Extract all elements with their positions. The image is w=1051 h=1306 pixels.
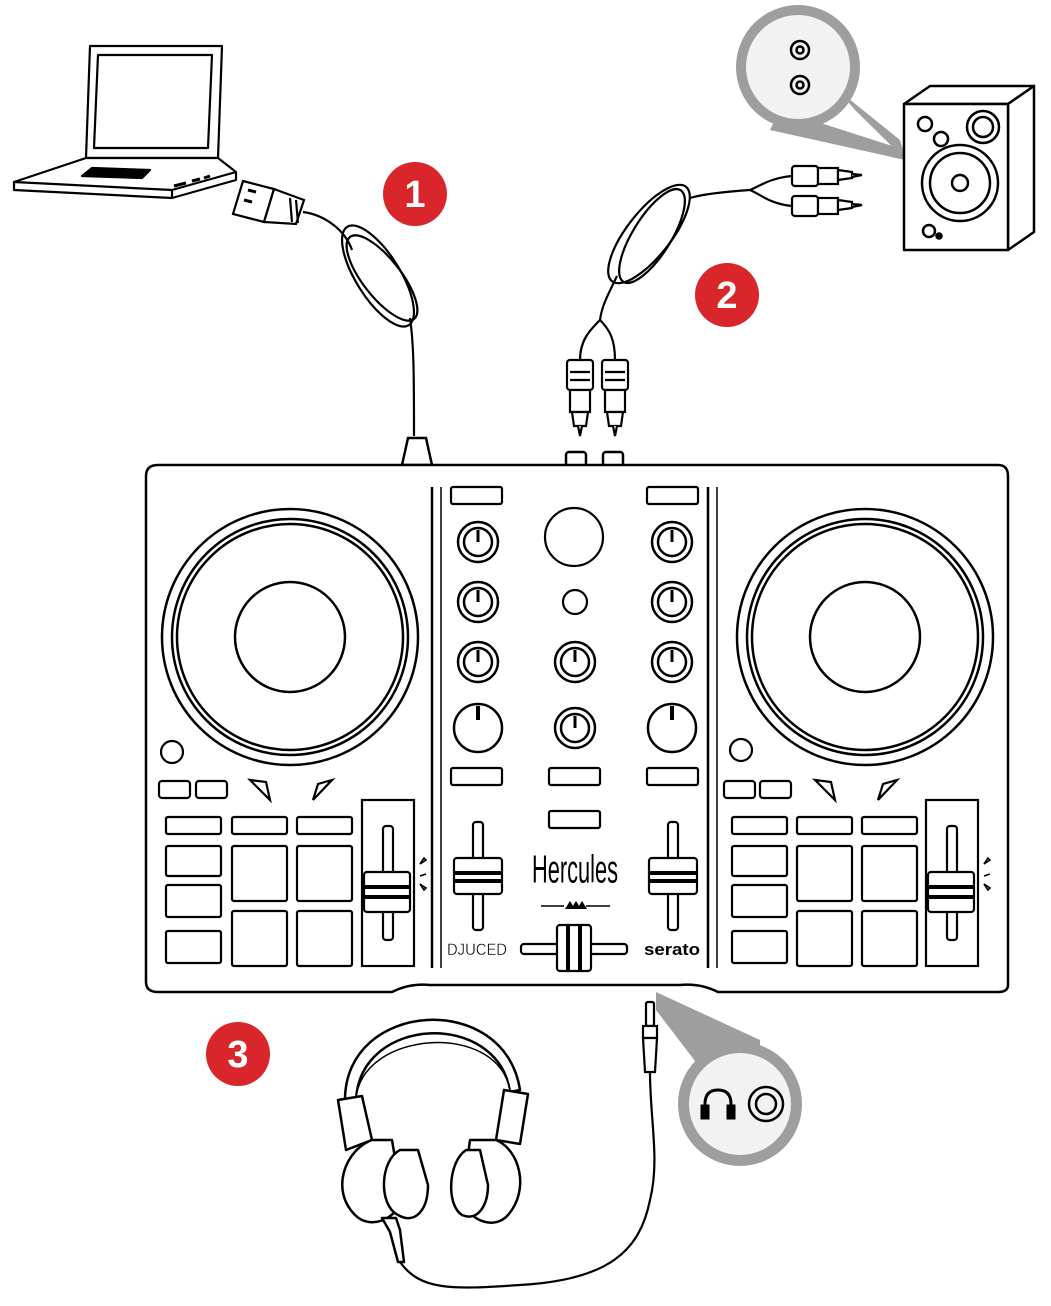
filter-knob-right[interactable] (646, 702, 698, 754)
headphone-volume-knob[interactable] (553, 706, 597, 750)
crossfader[interactable] (519, 923, 629, 973)
pad-left-4[interactable] (295, 909, 354, 968)
master-led (561, 588, 589, 616)
pitch-fader-right[interactable] (924, 798, 992, 968)
pitch-fader-left[interactable] (360, 798, 428, 968)
headphone-jack-icon (747, 1085, 785, 1123)
pitch-up-left[interactable] (311, 777, 336, 801)
jog-wheel-left[interactable] (160, 507, 420, 767)
rca-plug-icon (790, 164, 863, 218)
pad-right-2[interactable] (860, 844, 919, 903)
assistant-button[interactable] (547, 809, 602, 830)
pad-right-4[interactable] (860, 909, 919, 968)
rca-plug-icon (565, 358, 630, 437)
mode-button-right-2[interactable] (795, 815, 854, 836)
brand-label: Hercules (532, 848, 618, 891)
transport-button-right-3[interactable] (730, 929, 789, 965)
knob-icons (452, 520, 698, 754)
headphone-cue-left[interactable] (449, 766, 504, 787)
mode-button-right-3[interactable] (860, 815, 919, 836)
step-badge-2-label: 2 (716, 275, 737, 317)
bass-knob-right[interactable] (650, 640, 694, 684)
headphone-jack-callout (656, 992, 802, 1166)
step-badge-3: 3 (206, 1022, 270, 1086)
transport-button-left-1[interactable] (164, 844, 223, 878)
jog-wheel-right[interactable] (735, 507, 995, 767)
cue-button-left[interactable] (194, 779, 229, 800)
browse-encoder[interactable] (543, 506, 605, 568)
mode-button-left-3[interactable] (295, 815, 354, 836)
mode-button-left-1[interactable] (164, 815, 223, 836)
mode-button-left-2[interactable] (230, 815, 289, 836)
sync-button-right[interactable] (722, 779, 757, 800)
transport-button-right-1[interactable] (730, 844, 789, 878)
laptop-icon (12, 44, 238, 200)
usb-cable (302, 210, 419, 437)
mixer-section (449, 485, 700, 830)
pitch-up-right[interactable] (876, 777, 901, 801)
pad-right-3[interactable] (795, 909, 854, 968)
headphones-small-icon (700, 1088, 736, 1120)
step-badge-3-label: 3 (227, 1034, 248, 1076)
filter-knob-left[interactable] (452, 702, 504, 754)
transport-button-left-2[interactable] (164, 883, 223, 919)
treble-knob-left[interactable] (456, 580, 500, 624)
deck-right-controls (722, 737, 919, 968)
load-button-left[interactable] (449, 485, 504, 506)
sync-button-left[interactable] (157, 779, 192, 800)
rca-cable (578, 174, 793, 361)
cue-button-right[interactable] (758, 779, 793, 800)
bass-knob-left[interactable] (456, 640, 500, 684)
mode-button-right-1[interactable] (730, 815, 789, 836)
pad-left-3[interactable] (230, 909, 289, 968)
serato-logo: serato (644, 940, 700, 959)
headphone-cable (399, 1071, 656, 1289)
pitch-down-left[interactable] (246, 778, 272, 804)
treble-knob-right[interactable] (650, 580, 694, 624)
headphone-plug-icon (641, 1000, 659, 1074)
step-badge-2: 2 (695, 263, 759, 327)
djuced-logo: DJUCED (447, 940, 507, 959)
hercules-logo: Hercules (532, 848, 618, 909)
headphone-cue-master[interactable] (547, 766, 602, 787)
step-badge-2-circle (695, 263, 759, 327)
transport-button-left-3[interactable] (164, 929, 223, 965)
volume-fader-left[interactable] (452, 820, 504, 932)
pitch-down-right[interactable] (811, 778, 837, 804)
pad-left-1[interactable] (230, 844, 289, 903)
shift-button-right[interactable] (728, 737, 754, 763)
pad-right-1[interactable] (795, 844, 854, 903)
speaker-icon (902, 84, 1036, 252)
step-badge-1-circle (383, 162, 447, 226)
pad-left-2[interactable] (295, 844, 354, 903)
rca-jack-icon (789, 39, 811, 96)
speaker-callout (736, 5, 906, 160)
headphones-icon (336, 1018, 530, 1264)
shift-button-left[interactable] (159, 739, 185, 765)
load-button-right[interactable] (645, 485, 700, 506)
step-badge-1: 1 (383, 162, 447, 226)
volume-fader-right[interactable] (647, 820, 699, 932)
step-badge-1-label: 1 (404, 174, 425, 216)
step-badge-3-circle (206, 1022, 270, 1086)
master-volume-knob[interactable] (553, 640, 597, 684)
deck-left-controls (157, 739, 354, 968)
headphone-cue-right[interactable] (645, 766, 700, 787)
gain-knob-left[interactable] (456, 520, 500, 564)
usb-plug-icon (231, 179, 306, 226)
transport-button-right-2[interactable] (730, 883, 789, 919)
gain-knob-right[interactable] (650, 520, 694, 564)
